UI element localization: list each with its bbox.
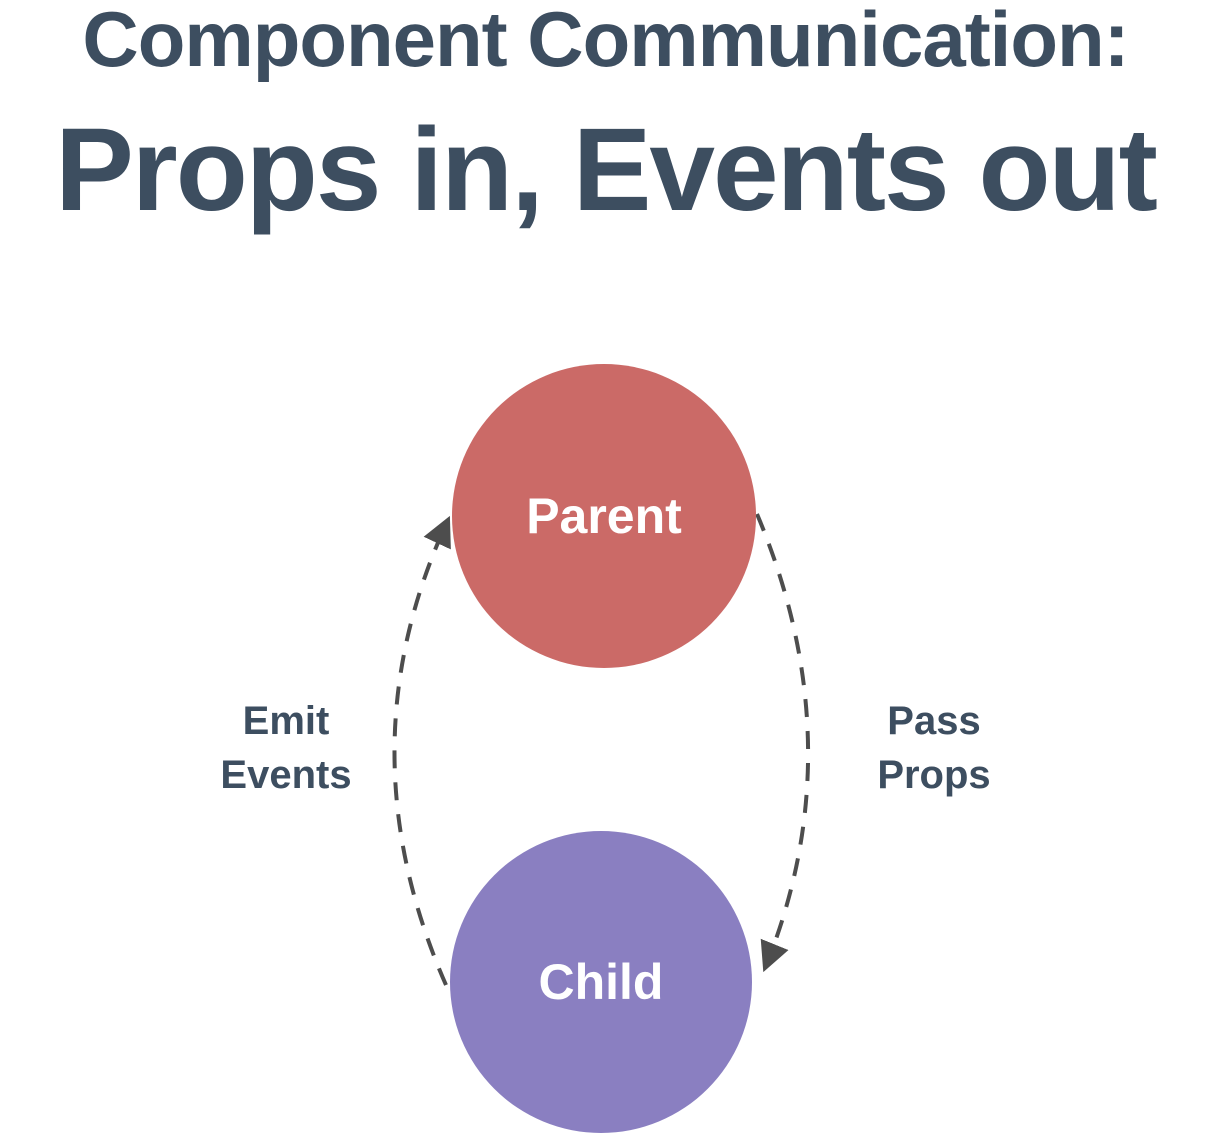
parent-node-label: Parent — [526, 488, 682, 544]
emit-events-label-line1: Emit — [242, 699, 330, 743]
pass-props-arrow — [755, 513, 810, 973]
child-node-label: Child — [538, 954, 664, 1010]
page-title: Props in, Events out — [55, 104, 1158, 236]
pass-props-label: Pass Props — [794, 694, 1074, 802]
emit-events-arrow — [392, 515, 451, 986]
emit-events-label-line2: Events — [220, 753, 352, 797]
emit-events-label: Emit Events — [146, 694, 426, 802]
parent-node: Parent — [452, 364, 756, 668]
pass-props-label-line2: Props — [877, 753, 991, 797]
page-subtitle: Component Communication: — [82, 0, 1129, 83]
child-node: Child — [450, 831, 752, 1133]
pass-props-label-line1: Pass — [887, 699, 981, 743]
